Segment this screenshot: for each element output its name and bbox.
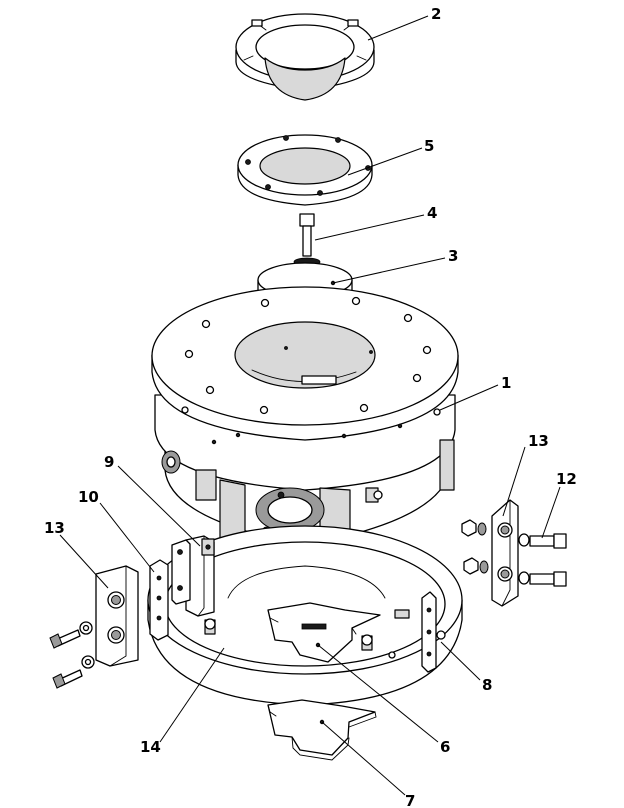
callout-3: 3 [448,247,458,265]
part-6-plate [267,602,381,663]
callout-14: 14 [140,738,161,756]
left-fasteners [49,621,95,689]
part-5-flange-ring [237,134,373,206]
callout-13-left: 13 [44,519,65,537]
part-13-right-clamp [491,499,519,607]
callout-5: 5 [424,137,434,155]
callout-1: 1 [501,374,511,392]
part-8-hinge [421,591,437,673]
callout-12: 12 [556,470,577,488]
leader-lines [59,15,561,796]
part-1-housing [151,286,459,571]
right-nuts-washers [461,519,489,575]
part-9-bracket [185,535,215,617]
callout-9: 9 [104,453,114,471]
callout-2: 2 [431,5,441,23]
callout-7: 7 [405,792,415,808]
part-7-plate [267,699,377,761]
part-2-flanged-ring [235,13,375,101]
callout-4: 4 [427,204,437,222]
callout-6: 6 [440,738,450,756]
part-13-left-clamp [95,565,139,667]
callouts: 2 5 4 3 1 13 9 12 10 13 8 6 14 7 [44,5,577,808]
callout-8: 8 [482,676,492,694]
part-10-hinge [149,539,191,641]
callout-13-right: 13 [528,432,549,450]
part-12-bolts [518,533,567,587]
callout-10: 10 [78,488,99,506]
